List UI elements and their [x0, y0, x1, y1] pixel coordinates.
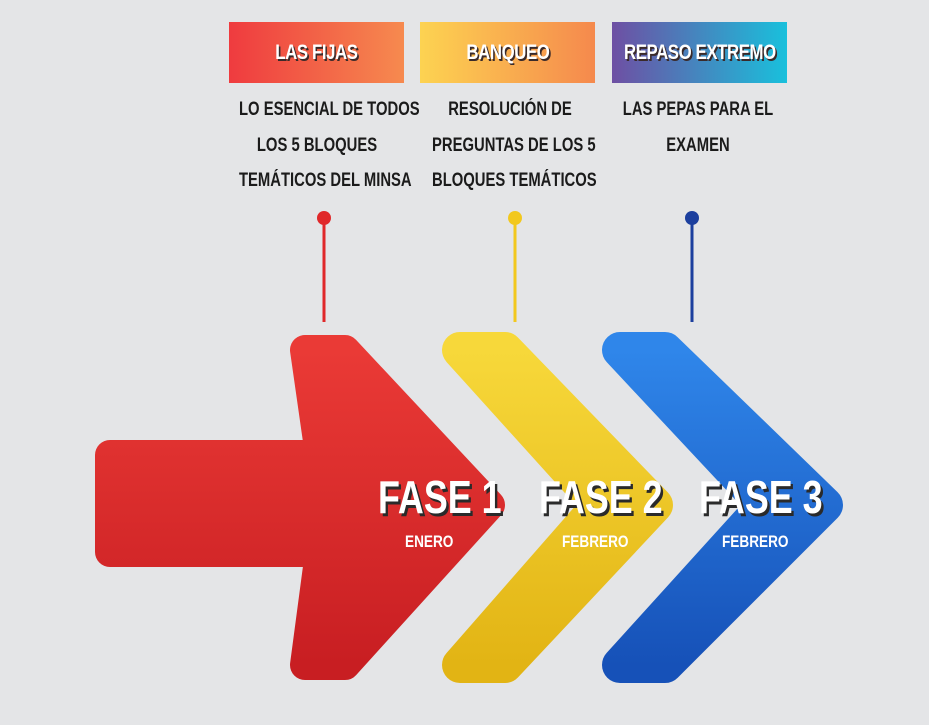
- pin-red: [317, 211, 331, 322]
- desc-fase-3: LAS PEPAS PARA EL EXAMEN: [598, 92, 798, 163]
- tag-las-fijas: LAS FIJAS: [229, 22, 404, 83]
- pin-yellow: [508, 211, 522, 322]
- desc-line: TEMÁTICOS DEL MINSA: [239, 170, 412, 191]
- tag-banqueo: BANQUEO: [420, 22, 595, 83]
- fase-3-label: FASE 3: [699, 471, 823, 523]
- desc-line: LOS 5 BLOQUES: [256, 134, 378, 156]
- desc-fase-2: RESOLUCIÓN DE PREGUNTAS DE LOS 5 BLOQUES…: [410, 92, 610, 199]
- tag-label: BANQUEO: [465, 40, 550, 64]
- tag-label: LAS FIJAS: [275, 40, 358, 64]
- arrow-blue: [602, 332, 843, 683]
- fase-2-month: FEBRERO: [562, 532, 629, 551]
- desc-line: LAS PEPAS PARA EL: [622, 99, 774, 120]
- desc-line: LO ESENCIAL DE TODOS: [239, 99, 420, 120]
- desc-line: EXAMEN: [666, 134, 730, 156]
- arrow-yellow: [442, 332, 673, 683]
- desc-line: RESOLUCIÓN DE: [448, 99, 572, 120]
- arrow-red: [95, 335, 505, 680]
- pin-blue: [685, 211, 699, 322]
- desc-fase-1: LO ESENCIAL DE TODOS LOS 5 BLOQUES TEMÁT…: [217, 92, 420, 199]
- tag-label: REPASO EXTREMO: [623, 40, 776, 64]
- tag-repaso-extremo: REPASO EXTREMO: [612, 22, 787, 83]
- fase-3-month: FEBRERO: [722, 532, 789, 551]
- fase-1-month: ENERO: [405, 532, 454, 551]
- fase-1-label: FASE 1: [378, 471, 502, 523]
- desc-line: BLOQUES TEMÁTICOS: [432, 170, 597, 191]
- desc-line: PREGUNTAS DE LOS 5: [432, 134, 596, 156]
- fase-2-label: FASE 2: [539, 471, 663, 523]
